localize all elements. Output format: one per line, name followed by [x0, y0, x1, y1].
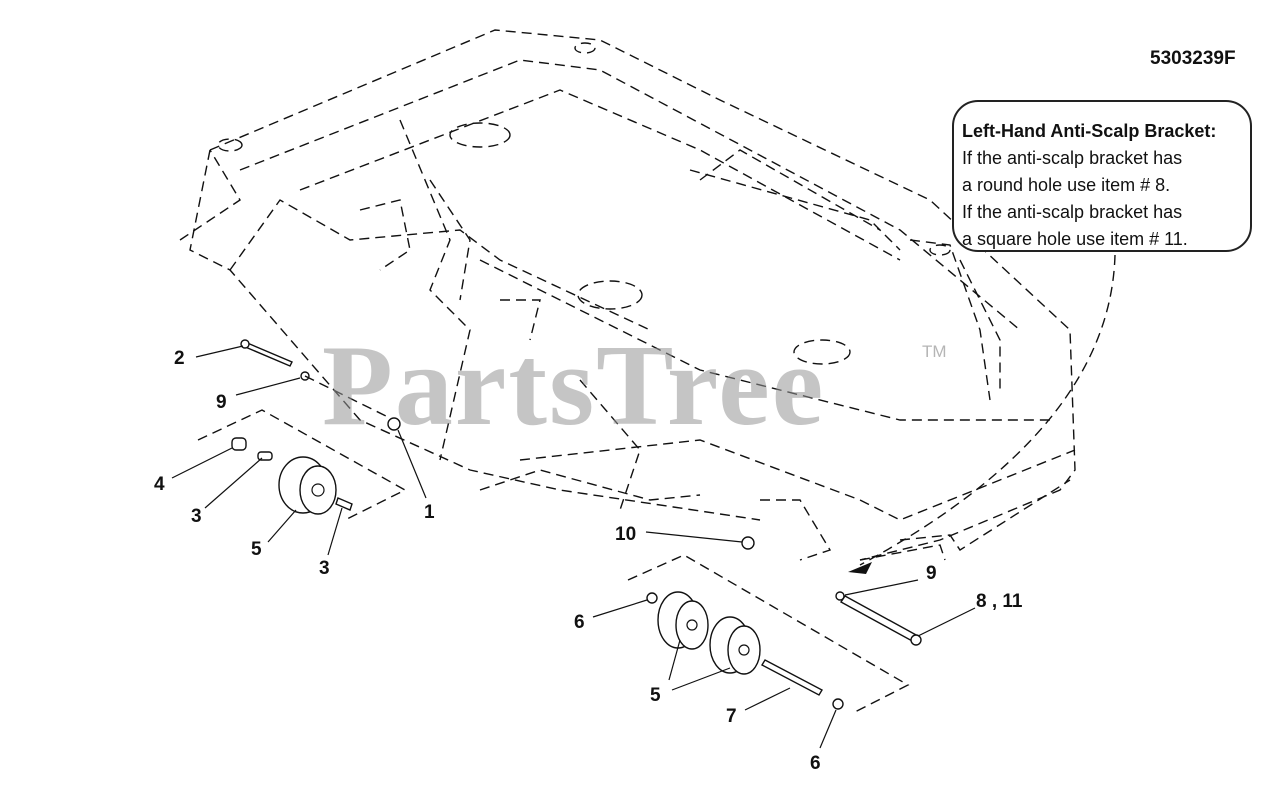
- bolt-head-part-8-11: [910, 634, 922, 646]
- right-anti-scalp-assembly: [627, 536, 922, 713]
- callout-7: 7: [726, 706, 737, 727]
- callout-2: 2: [174, 348, 185, 369]
- callouts: 2 9 1 4 3 5 3 10 6 5 7 6 9 8 , 11: [154, 348, 1023, 774]
- note-line: a square hole use item # 11.: [962, 229, 1188, 249]
- roller-part-5-right-rear: [709, 616, 761, 675]
- washer-part-9-right: [835, 591, 845, 601]
- callout-8-11: 8 , 11: [976, 591, 1023, 612]
- note-line: If the anti-scalp bracket has: [962, 202, 1183, 222]
- note-line: a round hole use item # 8.: [962, 175, 1171, 195]
- note-leader-line: [859, 254, 1116, 566]
- callout-5-right: 5: [650, 685, 661, 706]
- callout-9-right: 9: [926, 563, 937, 584]
- roller-part-5-right-front: [657, 591, 709, 650]
- mower-deck-outline: [179, 29, 1076, 561]
- bushing-part-3-a: [257, 451, 273, 461]
- note-title: Left-Hand Anti-Scalp Bracket:: [962, 121, 1217, 141]
- note-line: If the anti-scalp bracket has: [962, 148, 1183, 168]
- callout-1: 1: [424, 502, 435, 523]
- trademark-symbol: TM: [922, 342, 947, 361]
- left-assembly-bracket-outline: [197, 409, 407, 521]
- washer-part-6-bottom: [832, 698, 844, 710]
- left-anti-scalp-assembly: [197, 339, 407, 521]
- callout-10: 10: [615, 524, 636, 545]
- callout-6-bottom: 6: [810, 753, 821, 774]
- roller-part-5-left: [278, 456, 337, 515]
- callout-6-top: 6: [574, 612, 585, 633]
- locknut-part-1: [387, 417, 401, 431]
- callout-3-left: 3: [191, 506, 202, 527]
- leader-lines: [171, 254, 1116, 749]
- callout-5-left: 5: [251, 539, 262, 560]
- locknut-part-10: [741, 536, 755, 550]
- note-box: Left-Hand Anti-Scalp Bracket: If the ant…: [952, 100, 1252, 252]
- bolt-part-2: [242, 341, 293, 367]
- callout-3-right: 3: [319, 558, 330, 579]
- watermark: PartsTree: [322, 322, 826, 450]
- bushing-part-3-b: [335, 497, 353, 511]
- callout-9-left: 9: [216, 392, 227, 413]
- callout-4: 4: [154, 474, 165, 495]
- diagram-number: 5303239F: [1150, 48, 1236, 69]
- bolt-part-8-11: [839, 595, 920, 643]
- spacer-part-4: [231, 437, 247, 451]
- axle-part-7: [761, 659, 823, 696]
- washer-part-6-top: [646, 592, 658, 604]
- note-arrowhead: [848, 562, 872, 574]
